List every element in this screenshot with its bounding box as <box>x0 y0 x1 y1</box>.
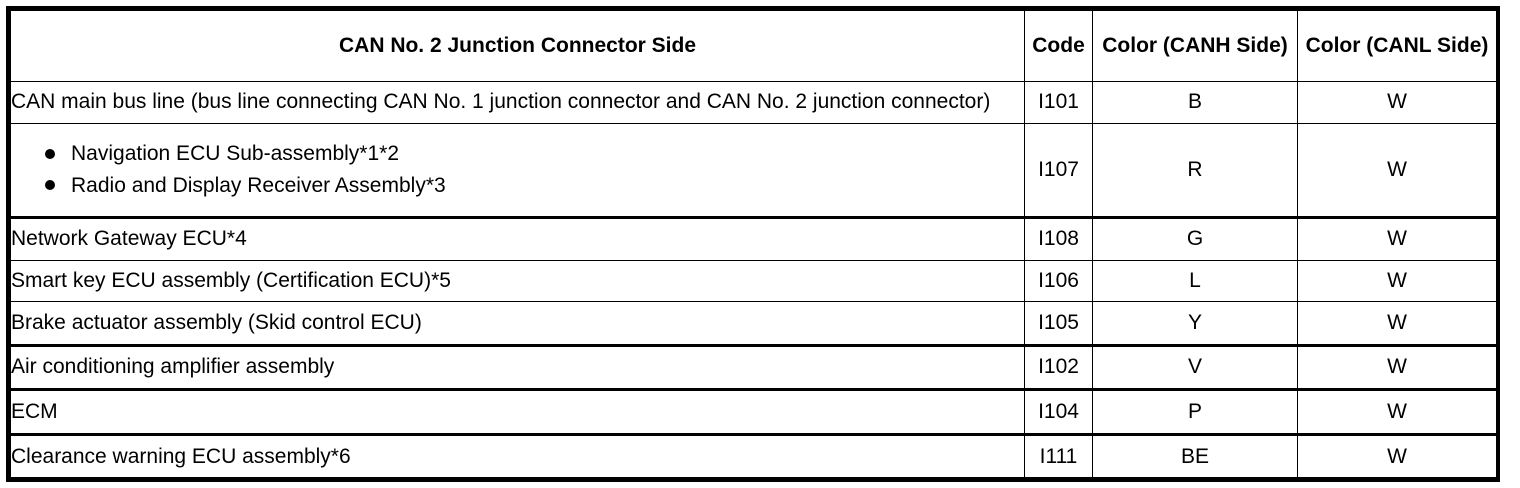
table-header-row: CAN No. 2 Junction Connector Side Code C… <box>10 10 1497 82</box>
cell-description: Air conditioning amplifier assembly <box>10 344 1025 392</box>
bullet-icon <box>45 148 55 159</box>
cell-code: I104 <box>1024 389 1093 436</box>
cell-canh-color: BE <box>1092 433 1298 479</box>
cell-canl-color: W <box>1297 216 1497 261</box>
can-junction-connector-table: CAN No. 2 Junction Connector Side Code C… <box>10 10 1497 479</box>
column-header-canh: Color (CANH Side) <box>1092 10 1298 82</box>
cell-description: Smart key ECU assembly (Certification EC… <box>10 259 1025 303</box>
column-header-canl: Color (CANL Side) <box>1297 10 1497 82</box>
cell-canh-color: L <box>1092 259 1298 303</box>
column-header-description: CAN No. 2 Junction Connector Side <box>10 10 1025 82</box>
cell-description-bulleted: Navigation ECU Sub-assembly*1*2 Radio an… <box>10 122 1025 219</box>
cell-code: I102 <box>1024 344 1093 392</box>
cell-code: I107 <box>1024 122 1093 219</box>
cell-description: Clearance warning ECU assembly*6 <box>10 433 1025 479</box>
cell-canh-color: P <box>1092 389 1298 436</box>
cell-canh-color: V <box>1092 344 1298 392</box>
cell-canl-color: W <box>1297 301 1497 347</box>
table-row: Air conditioning amplifier assembly I102… <box>10 344 1497 392</box>
cell-canl-color: W <box>1297 433 1497 479</box>
column-header-code: Code <box>1024 10 1093 82</box>
table-row: ECM I104 P W <box>10 389 1497 436</box>
cell-canh-color: B <box>1092 81 1298 124</box>
list-item: Radio and Display Receiver Assembly*3 <box>45 170 1024 201</box>
cell-canl-color: W <box>1297 122 1497 219</box>
can-connector-table-frame: CAN No. 2 Junction Connector Side Code C… <box>6 6 1500 482</box>
cell-code: I108 <box>1024 216 1093 261</box>
table-row: Smart key ECU assembly (Certification EC… <box>10 259 1497 303</box>
cell-description: CAN main bus line (bus line connecting C… <box>10 81 1025 124</box>
cell-description: Network Gateway ECU*4 <box>10 216 1025 261</box>
cell-canh-color: G <box>1092 216 1298 261</box>
cell-description: ECM <box>10 389 1025 436</box>
table-header: CAN No. 2 Junction Connector Side Code C… <box>10 10 1497 82</box>
cell-canl-color: W <box>1297 344 1497 392</box>
list-item-label: Navigation ECU Sub-assembly*1*2 <box>71 142 399 166</box>
cell-code: I106 <box>1024 259 1093 303</box>
cell-canh-color: R <box>1092 122 1298 219</box>
bullet-icon <box>45 180 55 191</box>
cell-code: I111 <box>1024 433 1093 479</box>
list-item-label: Radio and Display Receiver Assembly*3 <box>71 173 446 197</box>
bullet-list: Navigation ECU Sub-assembly*1*2 Radio an… <box>11 138 1024 201</box>
cell-code: I105 <box>1024 301 1093 347</box>
table-row: CAN main bus line (bus line connecting C… <box>10 81 1497 124</box>
cell-code: I101 <box>1024 81 1093 124</box>
cell-canl-color: W <box>1297 259 1497 303</box>
table-body: CAN main bus line (bus line connecting C… <box>10 81 1497 479</box>
cell-canl-color: W <box>1297 81 1497 124</box>
cell-canh-color: Y <box>1092 301 1298 347</box>
list-item: Navigation ECU Sub-assembly*1*2 <box>45 138 1024 169</box>
cell-canl-color: W <box>1297 389 1497 436</box>
table-row: Network Gateway ECU*4 I108 G W <box>10 216 1497 261</box>
table-row: Navigation ECU Sub-assembly*1*2 Radio an… <box>10 122 1497 219</box>
table-row: Clearance warning ECU assembly*6 I111 BE… <box>10 433 1497 479</box>
cell-description: Brake actuator assembly (Skid control EC… <box>10 301 1025 347</box>
table-row: Brake actuator assembly (Skid control EC… <box>10 301 1497 347</box>
